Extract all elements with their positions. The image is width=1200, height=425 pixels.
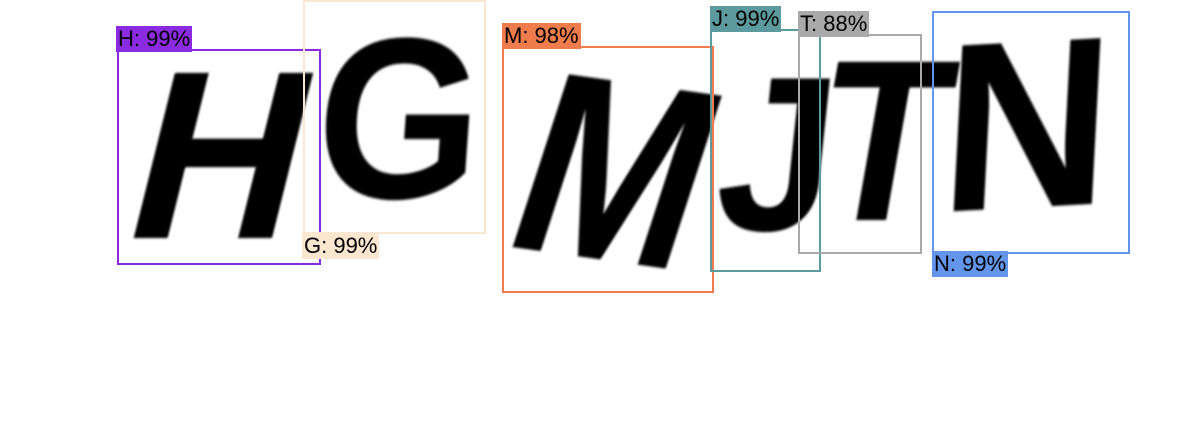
detection-box-m — [502, 46, 714, 293]
detection-label-n: N: 99% — [932, 251, 1009, 277]
detection-label-g: G: 99% — [302, 233, 380, 259]
glyph-j: J — [707, 31, 849, 277]
detection-box-h — [117, 49, 321, 265]
detection-box-t — [798, 34, 922, 254]
detection-label-m: M: 98% — [502, 23, 581, 49]
detection-label-t: T: 88% — [798, 11, 870, 37]
detection-label-h: H: 99% — [116, 26, 193, 52]
detection-box-n — [932, 11, 1130, 254]
detection-box-g — [303, 0, 486, 234]
glyph-g: G — [309, 0, 492, 247]
glyph-n: N — [935, 0, 1119, 264]
detection-label-j: J: 99% — [710, 6, 782, 32]
